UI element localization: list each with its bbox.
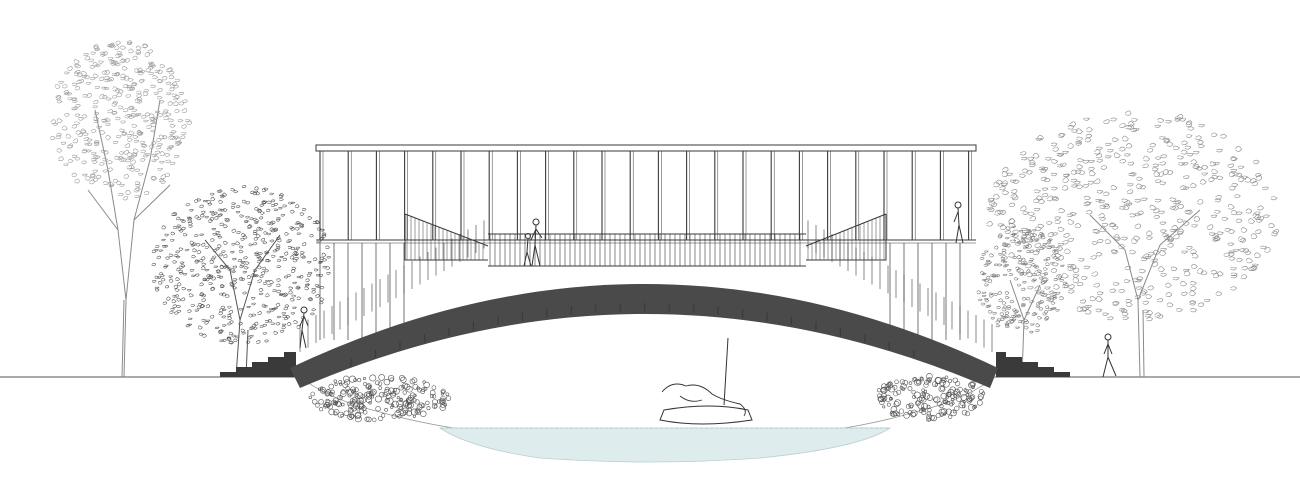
person-on-deck — [530, 218, 543, 267]
tree-foliage — [50, 40, 1279, 345]
bridge-railings — [488, 233, 806, 267]
right-large-tree — [1089, 209, 1201, 378]
left-tall-tree — [87, 99, 171, 378]
bridge-stairs-right — [805, 213, 1070, 377]
person-walking-right — [1102, 333, 1117, 378]
people-figures — [299, 201, 1117, 378]
person-upper-right — [953, 201, 964, 244]
person-deck-2 — [523, 233, 532, 267]
sailboat — [659, 337, 753, 425]
bridge-stairs-left — [220, 213, 489, 377]
bridge-roof-frame — [315, 144, 977, 340]
riverbank-shrubs — [308, 373, 986, 423]
bridge-arch — [290, 284, 998, 388]
left-leafy-tree — [204, 234, 281, 378]
person-left-stairs — [299, 306, 309, 349]
trees-group — [87, 99, 1201, 378]
river-water — [299, 376, 996, 463]
